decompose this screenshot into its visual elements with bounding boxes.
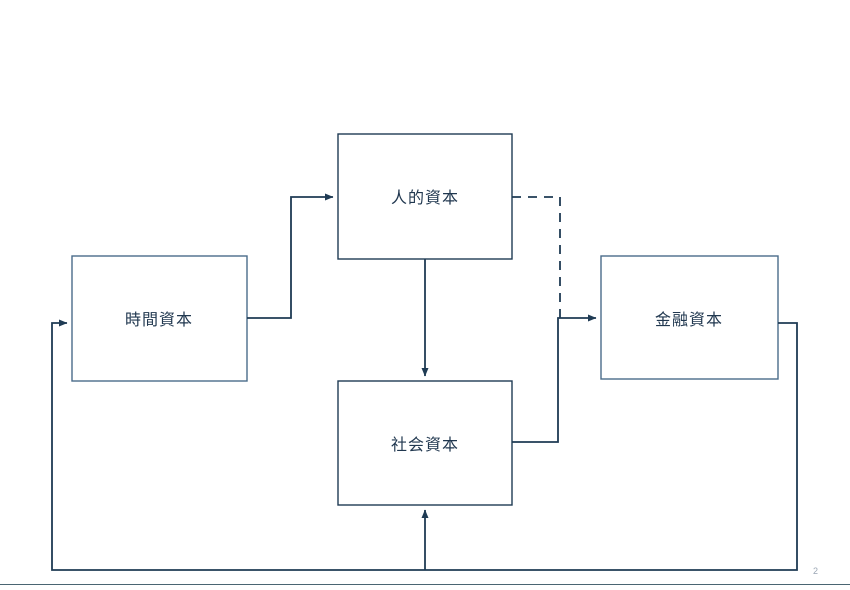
node-box-financial-capital[interactable] — [600, 255, 779, 380]
edge-human-to-financial-dashed — [512, 196, 561, 318]
footer-divider — [0, 584, 850, 585]
node-box-human-capital[interactable] — [337, 133, 513, 260]
node-box-time-capital[interactable] — [71, 255, 248, 382]
page-number: 2 — [812, 566, 818, 576]
node-box-social-capital[interactable] — [337, 380, 513, 506]
edge-social-to-financial — [512, 314, 597, 443]
edge-time-to-human — [247, 193, 334, 319]
